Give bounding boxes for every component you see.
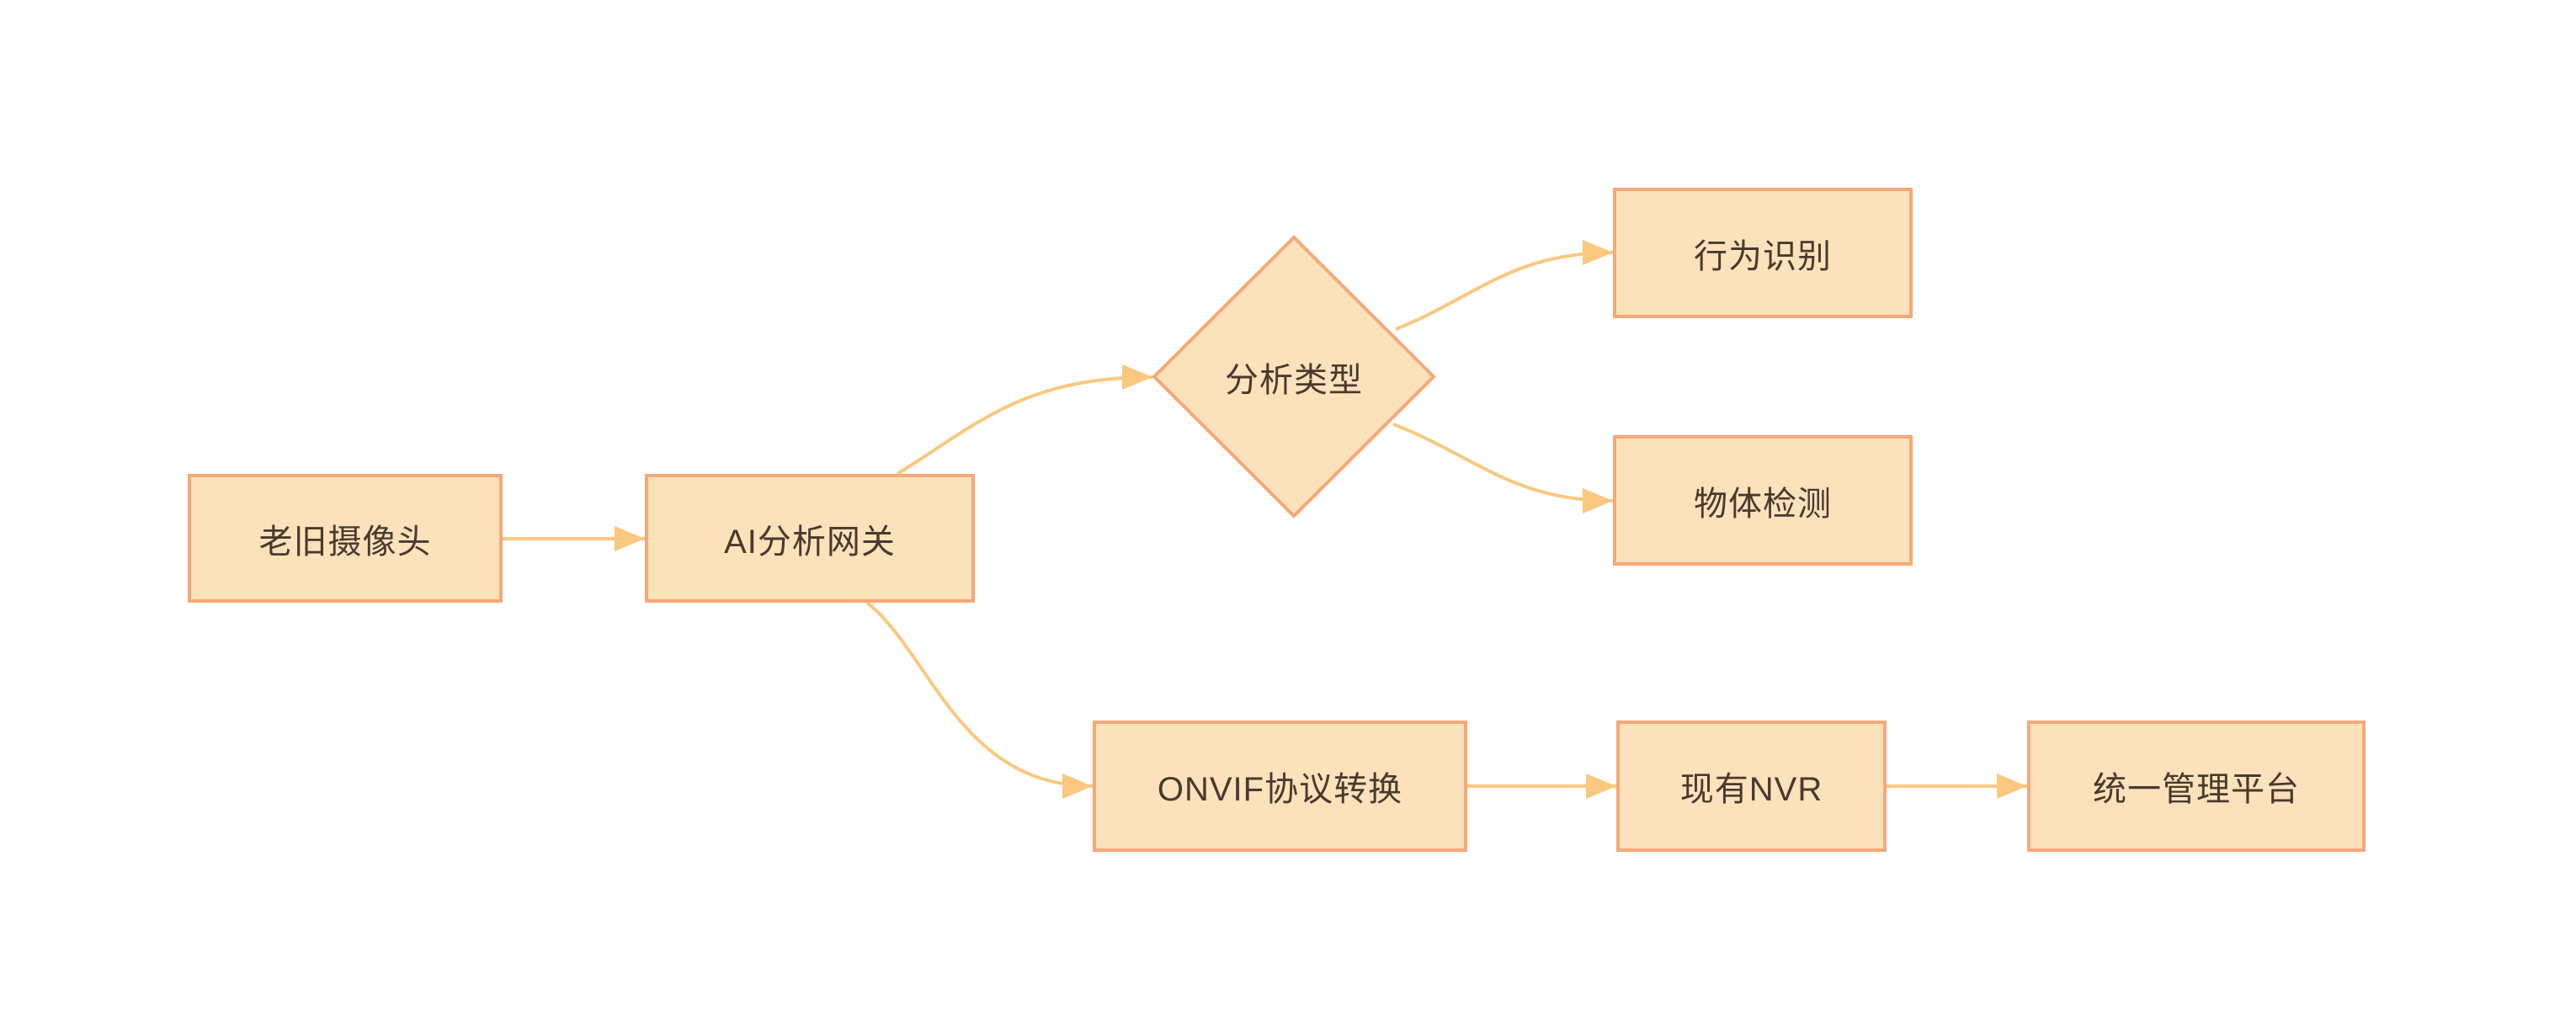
edge-analysis-type-to-object-detection <box>1392 423 1614 513</box>
node-onvif-conversion: ONVIF协议转换 <box>1093 721 1467 852</box>
node-old-camera: 老旧摄像头 <box>188 474 503 603</box>
edge-ai-gateway-to-analysis-type <box>896 364 1153 476</box>
node-object-detection-label: 物体检测 <box>1694 485 1832 523</box>
node-onvif-conversion-label: ONVIF协议转换 <box>1157 771 1403 808</box>
node-existing-nvr: 现有NVR <box>1616 721 1887 852</box>
node-management-platform: 统一管理平台 <box>2027 721 2366 852</box>
node-old-camera-label: 老旧摄像头 <box>258 523 432 561</box>
node-ai-gateway: AI分析网关 <box>645 474 975 603</box>
node-existing-nvr-label: 现有NVR <box>1679 771 1823 808</box>
edge-analysis-type-to-behavior-recognition <box>1395 240 1614 331</box>
node-ai-gateway-label: AI分析网关 <box>724 523 896 561</box>
edge-ai-gateway-to-onvif-conversion <box>865 601 1094 799</box>
node-behavior-recognition: 行为识别 <box>1613 188 1913 318</box>
node-object-detection: 物体检测 <box>1613 435 1913 566</box>
node-management-platform-label: 统一管理平台 <box>2093 771 2300 808</box>
node-analysis-type <box>1152 235 1436 518</box>
node-behavior-recognition-label: 行为识别 <box>1694 237 1832 275</box>
